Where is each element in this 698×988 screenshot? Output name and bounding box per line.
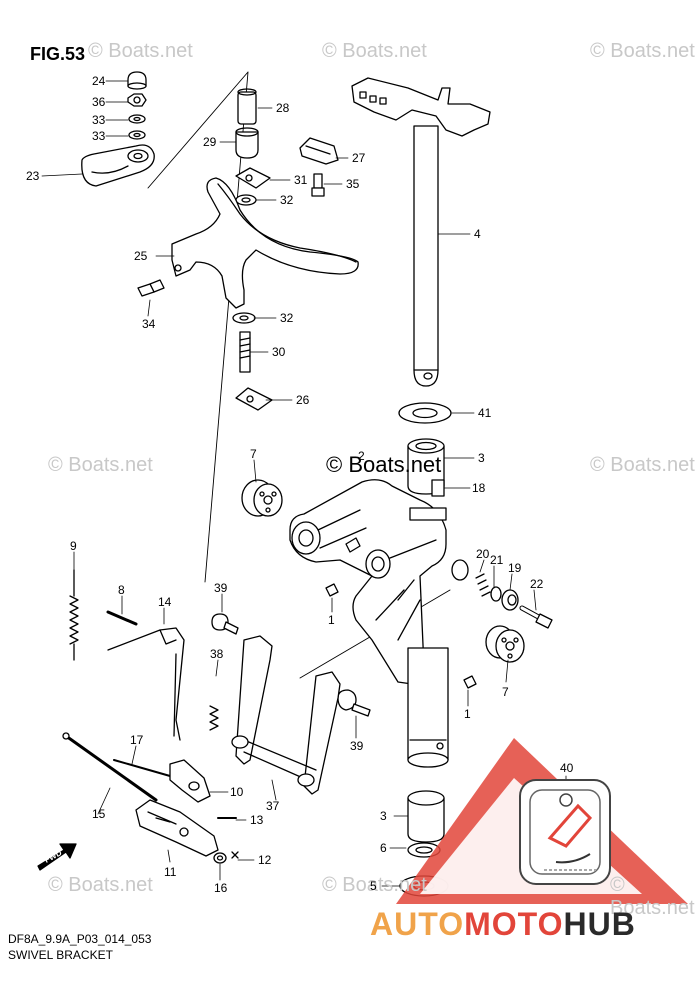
lever-14 (107, 627, 185, 741)
callout-8: 8 (118, 583, 125, 597)
watermark: © Boats.net (590, 454, 695, 476)
callout-34: 34 (142, 317, 156, 331)
callout-14: 14 (158, 595, 172, 609)
callout-3: 3 (478, 451, 485, 465)
callout-23: 23 (26, 169, 40, 183)
callout-31: 31 (294, 173, 308, 187)
callout-20: 20 (476, 547, 490, 561)
callout-11: 11 (164, 865, 177, 879)
bushing-7-lower (485, 625, 525, 663)
callout-22: 22 (530, 577, 544, 591)
brand-wordmark: AUTOMOTOHUB (370, 906, 636, 943)
callout-32: 32 (280, 311, 294, 325)
callout-36: 36 (92, 95, 106, 109)
bracket-25 (171, 177, 359, 309)
watermark: © Boats.net (610, 874, 695, 919)
figure-caption: SWIVEL BRACKET (8, 948, 113, 962)
washer-41 (398, 402, 452, 424)
callout-1: 1 (464, 707, 471, 721)
callout-26: 26 (296, 393, 310, 407)
tilt-lever-37 (231, 635, 341, 795)
bushing-28 (237, 91, 257, 125)
callout-24: 24 (92, 74, 106, 88)
callout-32: 32 (280, 193, 294, 207)
plate-31 (235, 167, 271, 189)
bushing-3-lower (407, 797, 445, 843)
callout-15: 15 (92, 807, 106, 821)
callout-1: 1 (328, 613, 335, 627)
watermark: © Boats.net (48, 454, 153, 476)
watermark: © Boats.net (322, 40, 427, 62)
callout-16: 16 (214, 881, 228, 895)
callout-10: 10 (230, 785, 244, 799)
callout-30: 30 (272, 345, 286, 359)
spring-9 (69, 595, 79, 645)
callout-18: 18 (472, 481, 486, 495)
callout-4: 4 (474, 227, 481, 241)
callout-33: 33 (92, 129, 106, 143)
brand-part-hub: HUB (563, 906, 636, 942)
callout-27: 27 (352, 151, 366, 165)
model-code: DF8A_9.9A_P03_014_053 (8, 932, 152, 946)
collar-29 (235, 131, 259, 159)
callout-21: 21 (490, 553, 504, 567)
swivel-bracket-2 (289, 479, 449, 768)
bushing-7-upper (241, 479, 283, 517)
callout-28: 28 (276, 101, 290, 115)
callout-39: 39 (350, 739, 364, 753)
callout-29: 29 (203, 135, 217, 149)
fwd-arrow (37, 843, 77, 871)
callout-38: 38 (210, 647, 224, 661)
callout-13: 13 (250, 813, 264, 827)
callout-6: 6 (380, 841, 387, 855)
callout-7: 7 (502, 685, 509, 699)
plate-11 (135, 799, 219, 857)
callout-25: 25 (134, 249, 148, 263)
brand-logo-triangle (396, 738, 688, 904)
callout-2: 2 (358, 449, 365, 463)
callout-39: 39 (214, 581, 228, 595)
callout-12: 12 (258, 853, 272, 867)
callout-37: 37 (266, 799, 280, 813)
lever-10 (169, 759, 211, 803)
brand-part-auto: AUTO (370, 906, 465, 942)
callout-41: 41 (478, 406, 492, 420)
watermark: © Boats.net (88, 40, 193, 62)
callout-35: 35 (346, 177, 360, 191)
callout-33: 33 (92, 113, 106, 127)
cap-24 (127, 71, 147, 90)
plate-26 (235, 387, 273, 411)
center-watermark: © Boats.net (326, 452, 442, 477)
callout-5: 5 (370, 879, 377, 893)
watermark: © Boats.net (322, 874, 427, 896)
callout-3: 3 (380, 809, 387, 823)
watermark: © Boats.net (48, 874, 153, 896)
brand-part-moto: MOTO (464, 906, 564, 942)
shaft-4 (351, 77, 491, 387)
lever-23 (81, 144, 155, 187)
callout-19: 19 (508, 561, 522, 575)
watermark: © Boats.net (590, 40, 695, 62)
callout-9: 9 (70, 539, 77, 553)
figure-title: FIG.53 (30, 44, 86, 64)
nut-36 (127, 93, 147, 107)
callout-40: 40 (560, 761, 574, 775)
callout-17: 17 (130, 733, 144, 747)
callout-7: 7 (250, 447, 257, 461)
